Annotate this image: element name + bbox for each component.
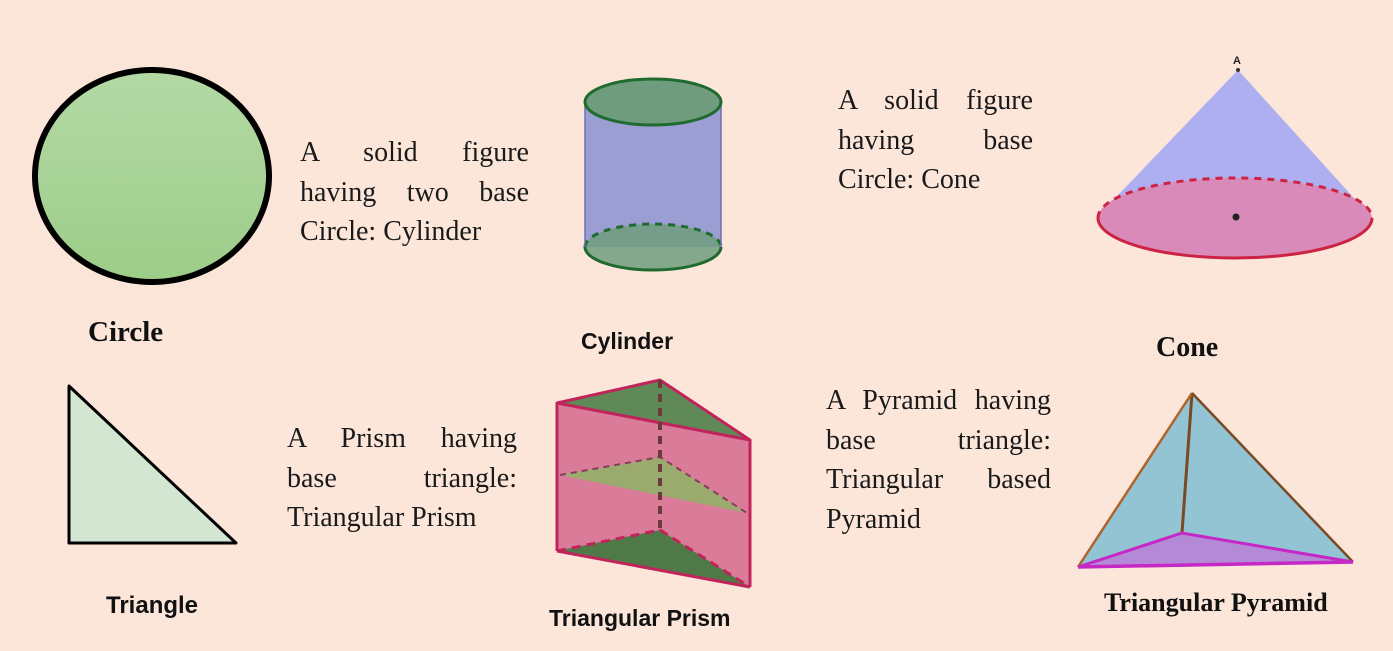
cylinder-figure xyxy=(583,77,723,272)
prism-description-panel xyxy=(270,400,525,560)
cylinder-label: Cylinder xyxy=(581,328,674,354)
triangle-label: Triangle xyxy=(106,592,199,619)
cylinder-description-panel xyxy=(280,100,540,290)
circle-figure xyxy=(32,67,272,285)
pyramid-description: A Pyramid having base triangle: Triangul… xyxy=(826,385,1051,535)
triangle-figure xyxy=(67,384,238,545)
cone-description: A solid figure having base Circle: Cone xyxy=(838,85,1033,195)
prism-figure xyxy=(555,378,752,589)
pyramid-label: Triangular Pyramid xyxy=(1104,588,1328,617)
cylinder-label-panel xyxy=(555,315,730,365)
prism-description: A Prism having base triangle: Triangular… xyxy=(287,423,517,533)
cylinder-description: A solid figure having two base Circle: C… xyxy=(300,137,529,247)
cone-label: Cone xyxy=(1156,332,1219,363)
pyramid-figure xyxy=(1076,392,1354,569)
prism-label: Triangular Prism xyxy=(549,605,731,631)
circle-label: Circle xyxy=(88,316,164,348)
cone-description-panel xyxy=(815,68,1055,290)
pyramid-description-panel xyxy=(808,375,1063,590)
circle-label-panel xyxy=(65,300,260,362)
cone-figure: A xyxy=(1096,55,1374,260)
cone-vertex-label: A xyxy=(1233,55,1241,67)
